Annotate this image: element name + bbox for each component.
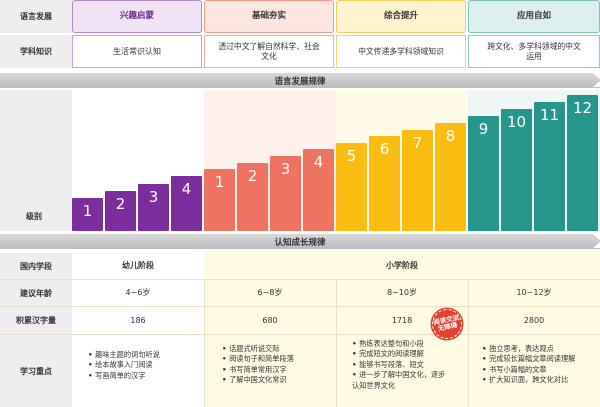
segment-primary: 小学阶段 [386, 261, 418, 270]
list-item: 趣味主题的词句听说 [88, 350, 202, 360]
level-bar-salmon-3: 3 [270, 156, 301, 231]
level-bar-yellow-5: 5 [336, 143, 367, 231]
level-bar-teal-12: 12 [567, 95, 598, 231]
level-bar-purple-1: 1 [72, 198, 103, 231]
banner-cognitive-growth: 认知成长规律 [0, 234, 600, 249]
levels-area: 级别 1 2 3 4 1 2 3 4 5 6 7 8 9 10 11 12 [0, 90, 600, 231]
level-label: 级别 [26, 212, 42, 221]
char-count-cell-4: 2800 [523, 315, 545, 325]
focus-list-1: 趣味主题的词句听说 绘本故事入门阅读 写画简单的汉字 [88, 350, 202, 381]
row-label-age: 建议年龄 [0, 280, 72, 306]
list-item: 完成较长篇幅文章阅读理解 [482, 354, 598, 364]
list-item: 书写简单常用汉字 [222, 365, 334, 375]
list-item: 写画简单的汉字 [88, 371, 202, 381]
row-label-learning-focus: 学习重点 [0, 335, 72, 407]
banner-language-text: 语言发展规律 [274, 76, 326, 87]
level-bar-salmon-4: 4 [303, 149, 334, 231]
list-item: 书写小篇幅的文章 [482, 365, 598, 375]
char-count-cell-3: 1718 [391, 315, 413, 325]
row-divider [0, 306, 600, 307]
row-label-school-stage: 国内学段 [0, 253, 72, 279]
knowledge-cell-3: 中文传递多学科领域知识 [336, 35, 466, 68]
banner-cognitive-text: 认知成长规律 [274, 237, 326, 248]
list-item: 了解中国文化常识 [222, 375, 334, 385]
segment-kindergarten: 幼儿阶段 [122, 261, 154, 270]
age-cell-3: 8~10岁 [387, 288, 417, 297]
focus-list-3: 熟练表达整句和小段 完成短文的阅读理解 能够书写段落、短文 进一步了解中国文化，… [352, 339, 452, 391]
list-item: 话题式听说交际 [222, 344, 334, 354]
focus-list-4: 独立思考，表达观点 完成较长篇幅文章阅读理解 书写小篇幅的文章 扩大知识面，跨文… [482, 344, 598, 386]
row-divider [0, 279, 600, 280]
stage-header-fluency: 应用自如 [468, 0, 600, 33]
col-divider [204, 280, 205, 407]
level-bar-teal-9: 9 [468, 116, 499, 231]
row-label-language-development: 语言发展 [0, 0, 72, 33]
level-bar-yellow-6: 6 [369, 136, 400, 231]
level-bar-teal-10: 10 [501, 109, 532, 231]
row-divider [0, 334, 600, 335]
knowledge-cell-4: 跨文化、多学科领域的中文运用 [468, 35, 600, 68]
level-bar-purple-3: 3 [138, 184, 169, 231]
stage-header-interest: 兴趣启蒙 [72, 0, 202, 33]
list-item: 独立思考，表达观点 [482, 344, 598, 354]
col-divider [336, 280, 337, 407]
char-count-cell-1: 186 [130, 315, 146, 325]
col-divider [468, 280, 469, 407]
level-bar-salmon-1: 1 [204, 169, 235, 231]
list-item: 完成短文的阅读理解 [352, 349, 452, 359]
knowledge-cell-1: 生活常识认知 [72, 35, 202, 68]
stage-header-foundation: 基础夯实 [204, 0, 334, 33]
list-item: 进一步了解中国文化，逐步认知世界文化 [352, 370, 452, 391]
level-bar-yellow-7: 7 [402, 130, 433, 231]
level-bar-purple-2: 2 [105, 191, 136, 231]
knowledge-cell-2: 透过中文了解自然科学、社会文化 [204, 35, 334, 68]
stage-header-comprehensive: 综合提升 [336, 0, 466, 33]
level-bar-teal-11: 11 [534, 102, 565, 231]
row-label-char-count: 积累汉字量 [0, 307, 72, 334]
char-count-cell-2: 680 [262, 315, 278, 325]
list-item: 熟练表达整句和小段 [352, 339, 452, 349]
age-cell-2: 6~8岁 [257, 288, 283, 297]
age-cell-4: 10~12岁 [516, 288, 552, 297]
list-item: 绘本故事入门阅读 [88, 360, 202, 370]
level-label-cell [0, 90, 72, 231]
focus-list-2: 话题式听说交际 阅读句子和简单段落 书写简单常用汉字 了解中国文化常识 [222, 344, 334, 386]
list-item: 阅读句子和简单段落 [222, 354, 334, 364]
level-bar-purple-4: 4 [171, 176, 202, 231]
stamp-line-2: 无障碍 [437, 320, 458, 333]
list-item: 扩大知识面，跨文化对比 [482, 375, 598, 385]
age-cell-1: 4~6岁 [125, 288, 151, 297]
list-item: 能够书写段落、短文 [352, 360, 452, 370]
row-label-subject-knowledge: 学科知识 [0, 35, 72, 68]
banner-language-development: 语言发展规律 [0, 73, 600, 88]
level-bar-salmon-2: 2 [237, 163, 268, 231]
level-bar-yellow-8: 8 [435, 123, 466, 231]
